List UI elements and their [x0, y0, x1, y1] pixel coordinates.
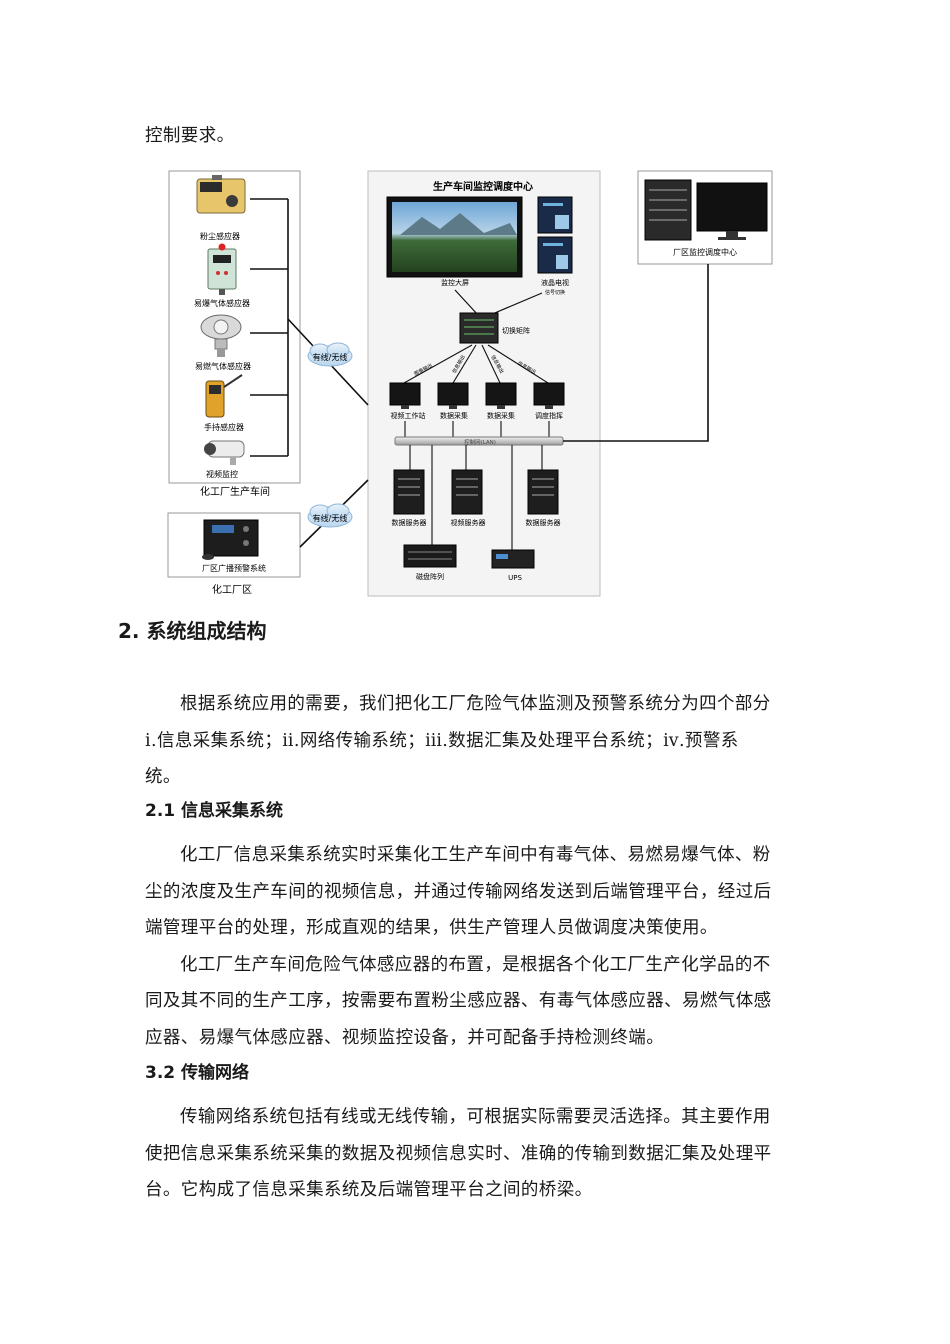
section-2-1-heading: 2.1 信息采集系统	[145, 801, 284, 821]
section-3-2-body: 传输网络系统包括有线或无线传输，可根据实际需要灵活选择。其主要作用 使把信息采集…	[145, 1099, 813, 1209]
workstation-label: 数据采集	[440, 411, 468, 420]
body-line: 根据系统应用的需要，我们把化工厂危险气体监测及预警系统分为四个部分	[180, 694, 771, 714]
broadcast-system-icon	[202, 519, 259, 560]
section-2-1-body: 化工厂信息采集系统实时采集化工生产车间中有毒气体、易燃易爆气体、粉 尘的浓度及生…	[145, 837, 813, 1056]
server-label: 数据服务器	[392, 518, 427, 527]
sensor-label: 粉尘感应器	[200, 231, 240, 241]
sensor-label: 易爆气体感应器	[194, 298, 250, 308]
big-screen-icon	[386, 196, 523, 278]
disk-array-icon	[403, 544, 457, 568]
body-line: 统。	[145, 767, 181, 787]
bus-label: 控制网(LAN)	[464, 438, 496, 446]
disk-array-label: 磁盘阵列	[416, 572, 444, 581]
network-cloud-icon	[307, 503, 353, 528]
center-title: 生产车间监控调度中心	[433, 180, 533, 193]
plant-area-title: 化工厂区	[212, 583, 252, 596]
sensor-label: 手持感应器	[204, 422, 244, 432]
workstation-label: 视频工作站	[391, 411, 426, 420]
server-label: 视频服务器	[451, 518, 486, 527]
sensor-label: 视频监控	[206, 469, 238, 479]
workstation-label: 数据采集	[487, 411, 515, 420]
flammable-gas-sensor-icon	[200, 314, 242, 357]
network-cloud-icon	[307, 342, 353, 367]
plant-center-link	[563, 264, 709, 442]
explosive-gas-sensor-icon	[207, 243, 237, 295]
section-3-2-heading: 3.2 传输网络	[145, 1063, 250, 1083]
body-line: 尘的浓度及生产车间的视频信息，并通过传输网络发送到后端管理平台，经过后	[145, 881, 772, 902]
lcd-tv-icon	[537, 196, 573, 274]
body-line: 使把信息采集系统采集的数据及视频信息实时、准确的传输到数据汇集及处理平	[145, 1143, 772, 1164]
body-line: 台。它构成了信息采集系统及后端管理平台之间的桥梁。	[145, 1180, 593, 1200]
cloud-label: 有线/无线	[313, 352, 348, 362]
lcd-label: 液晶电视	[541, 278, 569, 287]
plant-center-equipment-icon	[644, 179, 768, 241]
system-diagram-svg: 粉尘感应器 易爆气体感应器 易燃气体感应器 手持感应器 视频监控 化工厂生产车间…	[167, 170, 773, 597]
plant-center-label: 厂区监控调度中心	[673, 247, 737, 257]
body-line: 端管理平台的处理，形成直观的结果，供生产管理人员做调度决策使用。	[145, 918, 718, 938]
ups-icon	[491, 549, 535, 569]
section-2-heading: 2. 系统组成结构	[118, 619, 267, 643]
camera-icon	[204, 440, 245, 465]
server-label: 数据服务器	[526, 518, 561, 527]
body-line: ⅰ.信息采集系统；ⅱ.网络传输系统；ⅲ.数据汇集及处理平台系统；ⅳ.预警系	[145, 730, 739, 751]
handheld-sensor-icon	[205, 374, 243, 418]
switch-matrix-icon	[459, 312, 499, 344]
sensor-label: 易燃气体感应器	[195, 361, 251, 371]
matrix-label: 切换矩阵	[502, 326, 530, 335]
broadcast-label: 厂区广播预警系统	[202, 563, 266, 573]
section-2-body: 根据系统应用的需要，我们把化工厂危险气体监测及预警系统分为四个部分 ⅰ.信息采集…	[145, 686, 813, 796]
dust-sensor-icon	[196, 175, 246, 214]
body-line: 应器、易爆气体感应器、视频监控设备，并可配备手持检测终端。	[145, 1027, 665, 1048]
body-line: 传输网络系统包括有线或无线传输，可根据实际需要灵活选择。其主要作用	[180, 1107, 771, 1127]
workstation-monitor-icon	[389, 382, 565, 409]
body-line: 化工厂信息采集系统实时采集化工生产车间中有毒气体、易燃易爆气体、粉	[180, 845, 771, 865]
cloud-label: 有线/无线	[313, 513, 348, 523]
intro-line: 控制要求。	[145, 126, 235, 146]
body-line: 同及其不同的生产工序，按需要布置粉尘感应器、有毒气体感应器、易燃气体感	[145, 991, 772, 1011]
body-line: 化工厂生产车间危险气体感应器的布置，是根据各个化工厂生产化学品的不	[180, 954, 771, 975]
big-screen-label: 监控大屏	[441, 278, 469, 287]
lcd-sublabel: 信号切换	[545, 289, 565, 296]
server-icon	[393, 469, 559, 515]
system-diagram: 粉尘感应器 易爆气体感应器 易燃气体感应器 手持感应器 视频监控 化工厂生产车间…	[160, 165, 785, 605]
ups-label: UPS	[508, 574, 522, 582]
workstation-label: 调度指挥	[535, 411, 563, 420]
workshop-title: 化工厂生产车间	[200, 485, 270, 498]
